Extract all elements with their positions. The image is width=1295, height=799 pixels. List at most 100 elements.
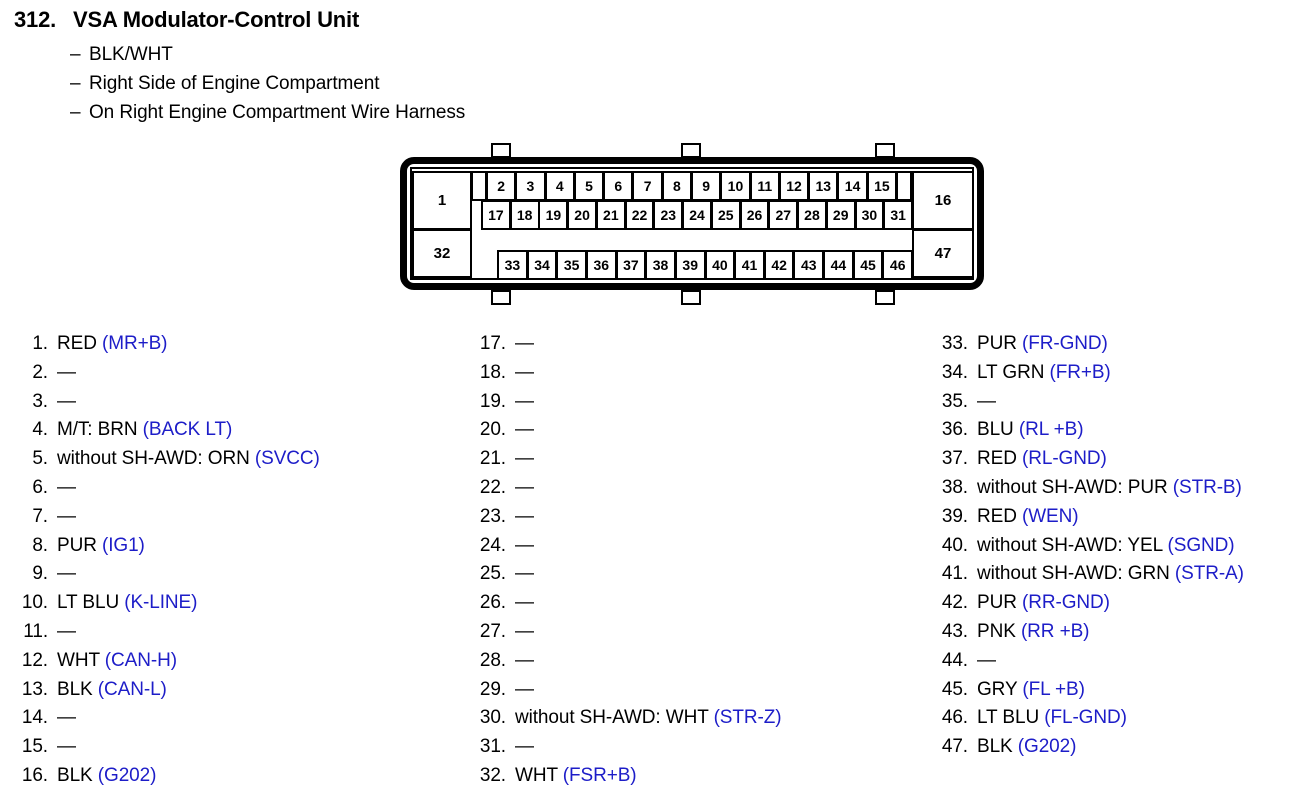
pin-number: 22.	[479, 476, 506, 498]
pin-wire-color: LT BLU	[977, 707, 1045, 729]
pin-list-item: 26.—	[476, 592, 916, 621]
pin-signal-name: (FR+B)	[1049, 361, 1111, 383]
connector-cell-9: 9	[691, 171, 722, 201]
pin-wire-color: PUR	[977, 333, 1022, 354]
pin-number: 34.	[941, 361, 968, 383]
pin-description: RED (MR+B)	[57, 333, 167, 355]
connector-cell-45: 45	[852, 250, 884, 280]
pin-list-item: 14.—	[18, 707, 458, 736]
pin-description: BLK (CAN-L)	[57, 679, 167, 701]
pin-number: 33.	[941, 333, 968, 354]
pin-number: 8.	[32, 534, 48, 556]
pin-signal-name: (BACK LT)	[142, 419, 233, 441]
pin-list-item: 40.without SH-AWD: YEL (SGND)	[938, 535, 1288, 564]
bullet-dash: –	[70, 102, 81, 123]
pin-signal-name: (STR-Z)	[713, 707, 782, 729]
pin-number: 42.	[941, 592, 968, 614]
pin-description: PUR (RR-GND)	[977, 592, 1110, 614]
pin-wire-color: —	[515, 649, 534, 671]
pin-number: 28.	[479, 649, 506, 671]
pin-number: 29.	[479, 678, 506, 700]
subtitle-text: Right Side of Engine Compartment	[89, 73, 380, 94]
pin-wire-color: LT BLU	[57, 592, 125, 614]
pin-list-item: 46.LT BLU (FL-GND)	[938, 707, 1288, 736]
pin-signal-name: (FL +B)	[1022, 678, 1085, 700]
pin-number: 10.	[21, 592, 48, 614]
pin-description: LT BLU (K-LINE)	[57, 592, 197, 614]
pin-description: —	[57, 563, 76, 585]
pin-wire-color: —	[515, 361, 534, 383]
connector-cell-30: 30	[854, 200, 885, 230]
pin-wire-color: —	[57, 361, 76, 383]
connector-cell-43: 43	[793, 250, 825, 280]
pin-wire-color: BLK	[977, 736, 1018, 758]
pin-number: 30.	[479, 707, 506, 729]
title-number: 312.	[14, 7, 57, 32]
pin-description: —	[57, 391, 76, 413]
pin-list-item: 3. —	[18, 391, 458, 420]
pin-number: 23.	[479, 505, 506, 527]
pin-number: 45.	[941, 678, 968, 700]
connector-cell-19: 19	[538, 200, 569, 230]
pin-list-item: 21.—	[476, 448, 916, 477]
pin-description: —	[515, 679, 534, 701]
connector-cell-5: 5	[573, 171, 605, 201]
connector-cell-35: 35	[556, 250, 587, 280]
pin-signal-name: (STR-A)	[1174, 563, 1244, 585]
connector-cell-14: 14	[837, 171, 868, 201]
pin-description: PUR (FR-GND)	[977, 333, 1108, 355]
pin-list-item: 5.without SH-AWD: ORN (SVCC)	[18, 448, 458, 477]
connector-cell-20: 20	[567, 200, 597, 230]
pin-wire-color: without SH-AWD: GRN	[977, 563, 1175, 585]
pin-list-item: 28. —	[476, 650, 916, 679]
pin-number: 38.	[941, 476, 968, 498]
subtitle-line-location: –Right Side of Engine Compartment	[70, 73, 380, 95]
pin-list-item: 39.RED (WEN)	[938, 506, 1288, 535]
pin-description: without SH-AWD: GRN (STR-A)	[977, 563, 1244, 585]
connector-cell-8: 8	[661, 171, 693, 201]
pin-signal-name: (WEN)	[1022, 505, 1079, 527]
connector-cell-28: 28	[797, 200, 827, 230]
connector-cell-4: 4	[544, 171, 575, 201]
pin-description: —	[515, 563, 534, 585]
pin-list-item: 27.—	[476, 621, 916, 650]
pin-wire-color: —	[57, 390, 76, 412]
pin-signal-name: (RL +B)	[1018, 419, 1084, 441]
pin-wire-color: —	[57, 736, 76, 758]
pin-signal-name: (RR +B)	[1020, 620, 1090, 642]
pin-number: 3.	[32, 390, 48, 412]
pin-wire-color: —	[515, 419, 534, 441]
pin-wire-color: —	[977, 649, 996, 671]
pin-description: without SH-AWD: PUR (STR-B)	[977, 477, 1242, 499]
pin-list-item: 11.—	[18, 621, 458, 650]
pin-wire-color: —	[515, 592, 534, 614]
pin-description: without SH-AWD: YEL (SGND)	[977, 535, 1235, 557]
pin-list-item: 41.without SH-AWD: GRN (STR-A)	[938, 563, 1288, 592]
pin-wire-color: —	[515, 534, 534, 556]
pin-description: BLU (RL +B)	[977, 419, 1084, 441]
pin-description: —	[515, 736, 534, 758]
connector-cell-41: 41	[734, 250, 765, 280]
pin-signal-name: (IG1)	[102, 534, 145, 556]
pin-description: —	[515, 391, 534, 413]
connector-cell-22: 22	[624, 200, 655, 230]
pin-description: RED (RL-GND)	[977, 448, 1107, 470]
pin-wire-color: —	[515, 505, 534, 527]
pin-description: GRY (FL +B)	[977, 679, 1085, 701]
pin-wire-color: PNK	[977, 620, 1021, 642]
pin-wire-color: without SH-AWD: ORN	[57, 448, 255, 470]
pin-number: 35.	[941, 390, 968, 412]
pin-number: 32.	[479, 764, 506, 786]
pin-signal-name: (RL-GND)	[1022, 448, 1107, 470]
connector-cell-23: 23	[653, 200, 684, 230]
pin-number: 25.	[479, 563, 506, 585]
pin-wire-color: RED	[57, 333, 102, 354]
pin-description: —	[515, 535, 534, 557]
title-text: VSA Modulator-Control Unit	[73, 7, 360, 32]
pin-number: 16.	[21, 764, 48, 786]
pin-list-item: 6.—	[18, 477, 458, 506]
pin-description: BLK (G202)	[57, 765, 156, 787]
pin-description: PUR (IG1)	[57, 535, 145, 557]
pin-list-item: 44.—	[938, 650, 1288, 679]
